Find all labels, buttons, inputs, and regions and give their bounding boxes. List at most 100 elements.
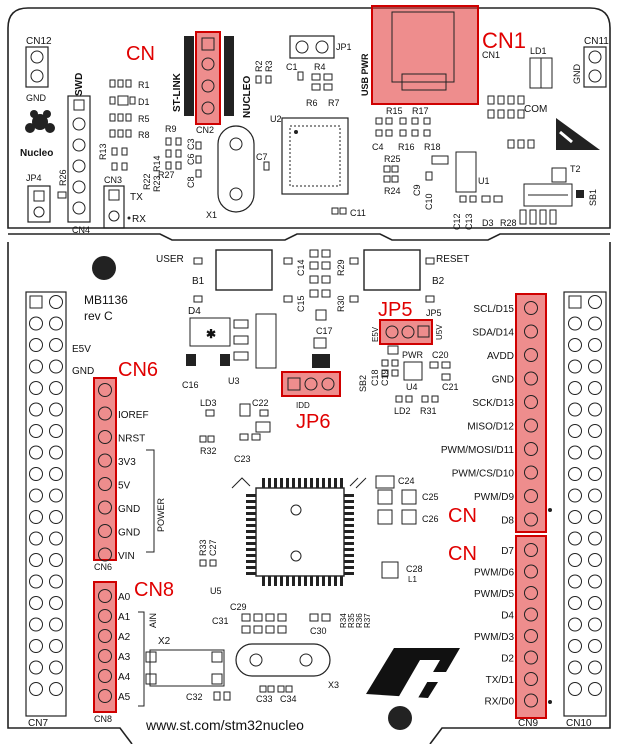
u4-chip — [403, 361, 423, 381]
cn3-header — [103, 185, 125, 229]
header-pin — [524, 564, 538, 579]
chip-pin — [344, 494, 354, 497]
label-power: POWER — [156, 497, 166, 532]
header-pin — [29, 338, 43, 352]
chip-pin — [344, 530, 354, 533]
label-jp5-small: JP5 — [426, 308, 442, 318]
chip-pin — [280, 478, 283, 488]
label-gnd-right: GND — [572, 64, 582, 85]
label-r9: R9 — [165, 124, 177, 134]
jp5-header — [379, 319, 433, 345]
label-r2: R2 — [254, 60, 264, 72]
d4-diode — [189, 317, 231, 347]
u5-chip — [255, 487, 345, 577]
label-ld2: LD2 — [394, 406, 411, 416]
header-pin — [49, 488, 63, 503]
cn8-pins — [98, 589, 112, 703]
header-pin — [524, 693, 538, 708]
header-pin — [98, 629, 112, 643]
header-pin — [588, 660, 602, 675]
header-pin — [29, 316, 43, 331]
chip-pin — [322, 576, 325, 586]
label-c8: C8 — [186, 176, 196, 188]
label-r36: R36 — [355, 613, 364, 628]
label-d3: D3 — [482, 218, 494, 228]
callout-cn1: CN1 — [482, 28, 526, 53]
nucleo-logo-icon — [25, 110, 55, 133]
jp1-header — [289, 35, 335, 59]
header-pin — [588, 338, 602, 352]
label-sb1: SB1 — [588, 189, 598, 206]
chip-pin — [246, 548, 256, 551]
label-c30: C30 — [310, 626, 327, 636]
label-idd: IDD — [296, 401, 310, 410]
r15-cluster — [375, 117, 431, 137]
label-cn9: CN9 — [518, 718, 538, 729]
header-pin — [568, 402, 582, 417]
chip-pin — [292, 478, 295, 488]
callout-cn8: CN8 — [134, 579, 174, 601]
board-break-line — [8, 233, 610, 241]
mounting-hole-bottom — [388, 706, 412, 730]
label-r31: R31 — [420, 406, 437, 416]
stlink-shroud-left — [184, 36, 194, 116]
chip-pin — [344, 554, 354, 557]
header-pin — [29, 381, 43, 395]
label-b1: B1 — [192, 276, 205, 287]
header-pin — [588, 381, 602, 395]
label-com: COM — [524, 104, 547, 115]
header-pin — [98, 453, 112, 468]
header-pin — [524, 324, 538, 339]
st-logo-icon — [366, 648, 460, 698]
header-pin — [29, 510, 43, 524]
label-c26: C26 — [422, 514, 439, 524]
chip-pin — [340, 576, 343, 586]
callout-jp5: JP5 — [378, 299, 412, 321]
board-outline-top — [7, 7, 611, 229]
label-c20: C20 — [432, 350, 449, 360]
chip-pin — [298, 576, 301, 586]
label-c31: C31 — [212, 616, 229, 626]
cn8-pin-label: A3 — [118, 652, 131, 663]
cn11-header — [583, 46, 607, 88]
label-c34: C34 — [280, 694, 297, 704]
chip-pin — [328, 576, 331, 586]
header-pin — [29, 682, 43, 696]
label-reset: RESET — [436, 254, 469, 265]
header-pin — [49, 359, 63, 374]
header-pin — [49, 617, 63, 632]
label-e5v-jp: E5V — [371, 326, 380, 342]
b1-user-button — [215, 249, 273, 291]
cn5-pin-label: SCL/D15 — [473, 304, 514, 315]
cn5-pin-label: GND — [492, 375, 514, 386]
cn5-header — [515, 293, 547, 533]
cn5-pin-label: D8 — [501, 516, 514, 527]
header-pin — [568, 531, 582, 546]
cn6-header — [93, 377, 117, 561]
header-pin — [588, 617, 602, 632]
label-r22: R22 — [142, 173, 152, 190]
header-pin — [49, 531, 63, 546]
label-u1: U1 — [478, 176, 490, 186]
label-cn2: CN2 — [196, 125, 214, 135]
chip-pin — [310, 576, 313, 586]
cn8-header — [93, 581, 117, 713]
u1-chip — [455, 151, 477, 193]
cn5-pin-label: MISO/D12 — [467, 422, 514, 433]
cn10-header — [563, 291, 607, 717]
header-pin — [49, 381, 63, 395]
header-pin — [588, 402, 602, 417]
board-outline-bottom — [7, 242, 611, 744]
label-nucleo-vertical: NUCLEO — [242, 76, 253, 118]
header-pin — [49, 316, 63, 331]
label-r3: R3 — [264, 60, 274, 72]
label-user: USER — [156, 254, 184, 265]
board-model: MB1136 — [84, 293, 128, 307]
label-c32: C32 — [186, 692, 203, 702]
label-c16: C16 — [182, 380, 199, 390]
cn9-pin-label: PWM/D5 — [474, 589, 514, 600]
callout-cn-right-bottom: CN — [448, 543, 477, 565]
